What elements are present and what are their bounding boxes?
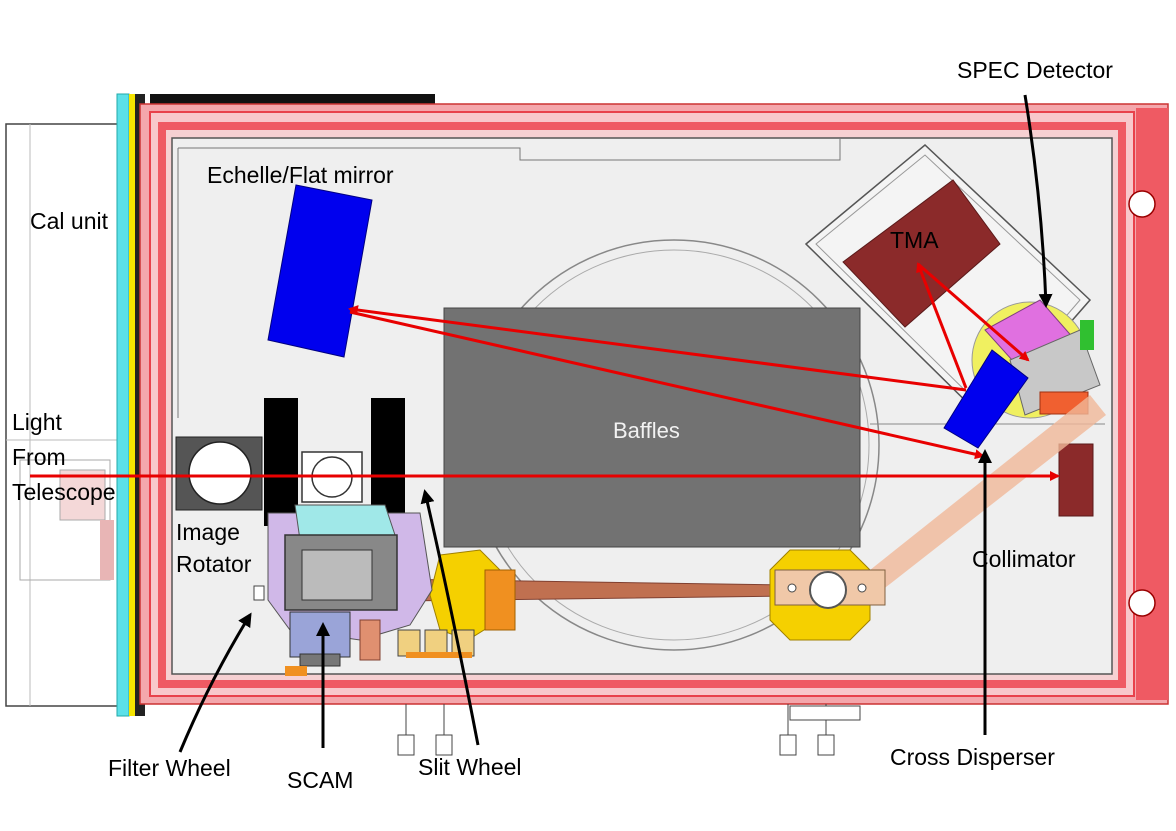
light-path-disperser-to-tma (916, 262, 968, 389)
image-rotator-label-line2: Rotator (176, 551, 252, 577)
scam-label: SCAM (287, 767, 353, 793)
tma-label: TMA (890, 227, 939, 253)
cross-disperser-label: Cross Disperser (890, 744, 1055, 770)
light-path-tma-to-detector (917, 262, 1030, 362)
light-path-to-cross-disperser (349, 310, 985, 460)
connector-row (397, 629, 475, 658)
mount-right-hole-left (787, 583, 797, 593)
light-label-line3: Telescope (12, 479, 116, 505)
echelle-label: Echelle/Flat mirror (207, 162, 394, 188)
cal-unit-label: Cal unit (30, 208, 109, 234)
pointer-arrows (178, 94, 1053, 753)
light-path-to-echelle-from-top (348, 305, 967, 392)
image-rotator-label-line1: Image (176, 519, 240, 545)
echelle-flat-mirror (267, 184, 373, 358)
light-label-line2: From (12, 444, 66, 470)
baffles-label: Baffles (613, 418, 680, 443)
collimator-mirror (1058, 443, 1094, 517)
collimator-label: Collimator (972, 546, 1076, 572)
spec-detector-label: SPEC Detector (957, 57, 1113, 83)
cal-unit-yellow-edge (129, 94, 135, 716)
cal-unit-stripe (116, 93, 130, 717)
light-label-line1: Light (12, 409, 62, 435)
slit-wheel-pillar-left (264, 398, 298, 526)
bench-outline (178, 138, 841, 161)
filter-wheel-label: Filter Wheel (108, 755, 231, 781)
arrow-slit-wheel (420, 489, 480, 746)
arrow-filter-wheel (178, 612, 252, 753)
arrow-spec-detector (1023, 94, 1053, 308)
collimator-beam-cone (860, 395, 1106, 598)
tma-mirror (842, 179, 1001, 328)
image-rotator-aperture (188, 441, 252, 505)
mount-left-orange-block (484, 569, 516, 631)
slit-wheel-label: Slit Wheel (418, 754, 522, 780)
light-path (30, 262, 1060, 481)
support-feet (397, 704, 861, 756)
cross-disperser-optic (943, 349, 1029, 449)
mount-right-hole-right (857, 583, 867, 593)
scam-filter-wheel-assembly (253, 504, 433, 676)
mount-right-ring (809, 571, 847, 609)
